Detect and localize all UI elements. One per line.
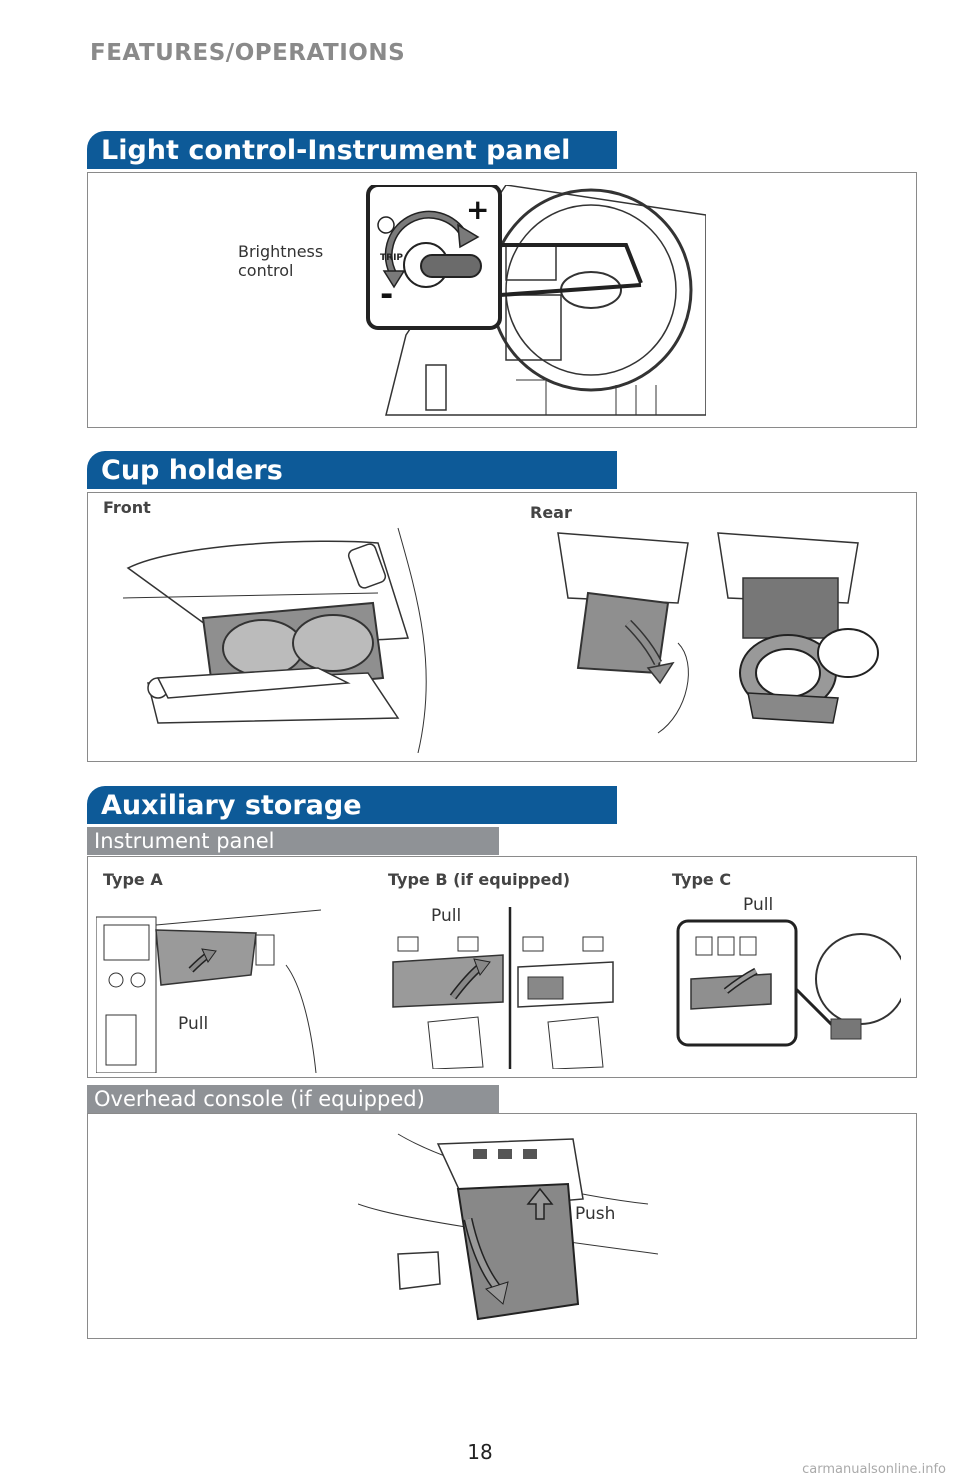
watermark: carmanualsonline.info (802, 1462, 946, 1477)
section-title-light-control: Light control-Instrument panel (87, 131, 617, 169)
dashboard-dimmer-illustration: TRIP (366, 185, 706, 420)
type-b-pull-label: Pull (431, 906, 462, 926)
type-c-illustration (676, 919, 901, 1049)
rear-cup-holder-illustration (548, 523, 908, 738)
svg-text:TRIP: TRIP (380, 253, 403, 263)
front-label: Front (103, 498, 151, 517)
push-label: Push (575, 1204, 616, 1224)
cup-holders-panel: Front Rear (87, 492, 917, 762)
page-header: FEATURES/OPERATIONS (90, 40, 406, 66)
type-a-label: Type A (103, 870, 163, 889)
type-a-pull-label: Pull (178, 1014, 209, 1034)
page-number: 18 (467, 1440, 493, 1464)
subtitle-instrument-panel: Instrument panel (87, 827, 499, 855)
subtitle-overhead-console: Overhead console (if equipped) (87, 1085, 499, 1113)
instrument-panel-storage-panel: Type A Type B (if equipped) Type C Pull (87, 856, 917, 1078)
plus-symbol: + (466, 193, 490, 226)
overhead-console-illustration (358, 1124, 658, 1334)
type-b-label: Type B (if equipped) (388, 870, 571, 889)
brightness-control-label: Brightness control (238, 242, 324, 280)
minus-symbol: - (380, 275, 394, 313)
type-c-pull-label: Pull (743, 895, 774, 915)
rear-label: Rear (530, 503, 572, 522)
section-title-cup-holders: Cup holders (87, 451, 617, 489)
section-title-auxiliary-storage: Auxiliary storage (87, 786, 617, 824)
type-a-illustration (96, 905, 321, 1073)
light-control-panel: Brightness control TRIP + - (87, 172, 917, 428)
type-b-illustration (388, 907, 633, 1069)
front-cup-holder-illustration (118, 518, 518, 753)
overhead-console-panel: Push (87, 1113, 917, 1339)
type-c-label: Type C (672, 870, 732, 889)
